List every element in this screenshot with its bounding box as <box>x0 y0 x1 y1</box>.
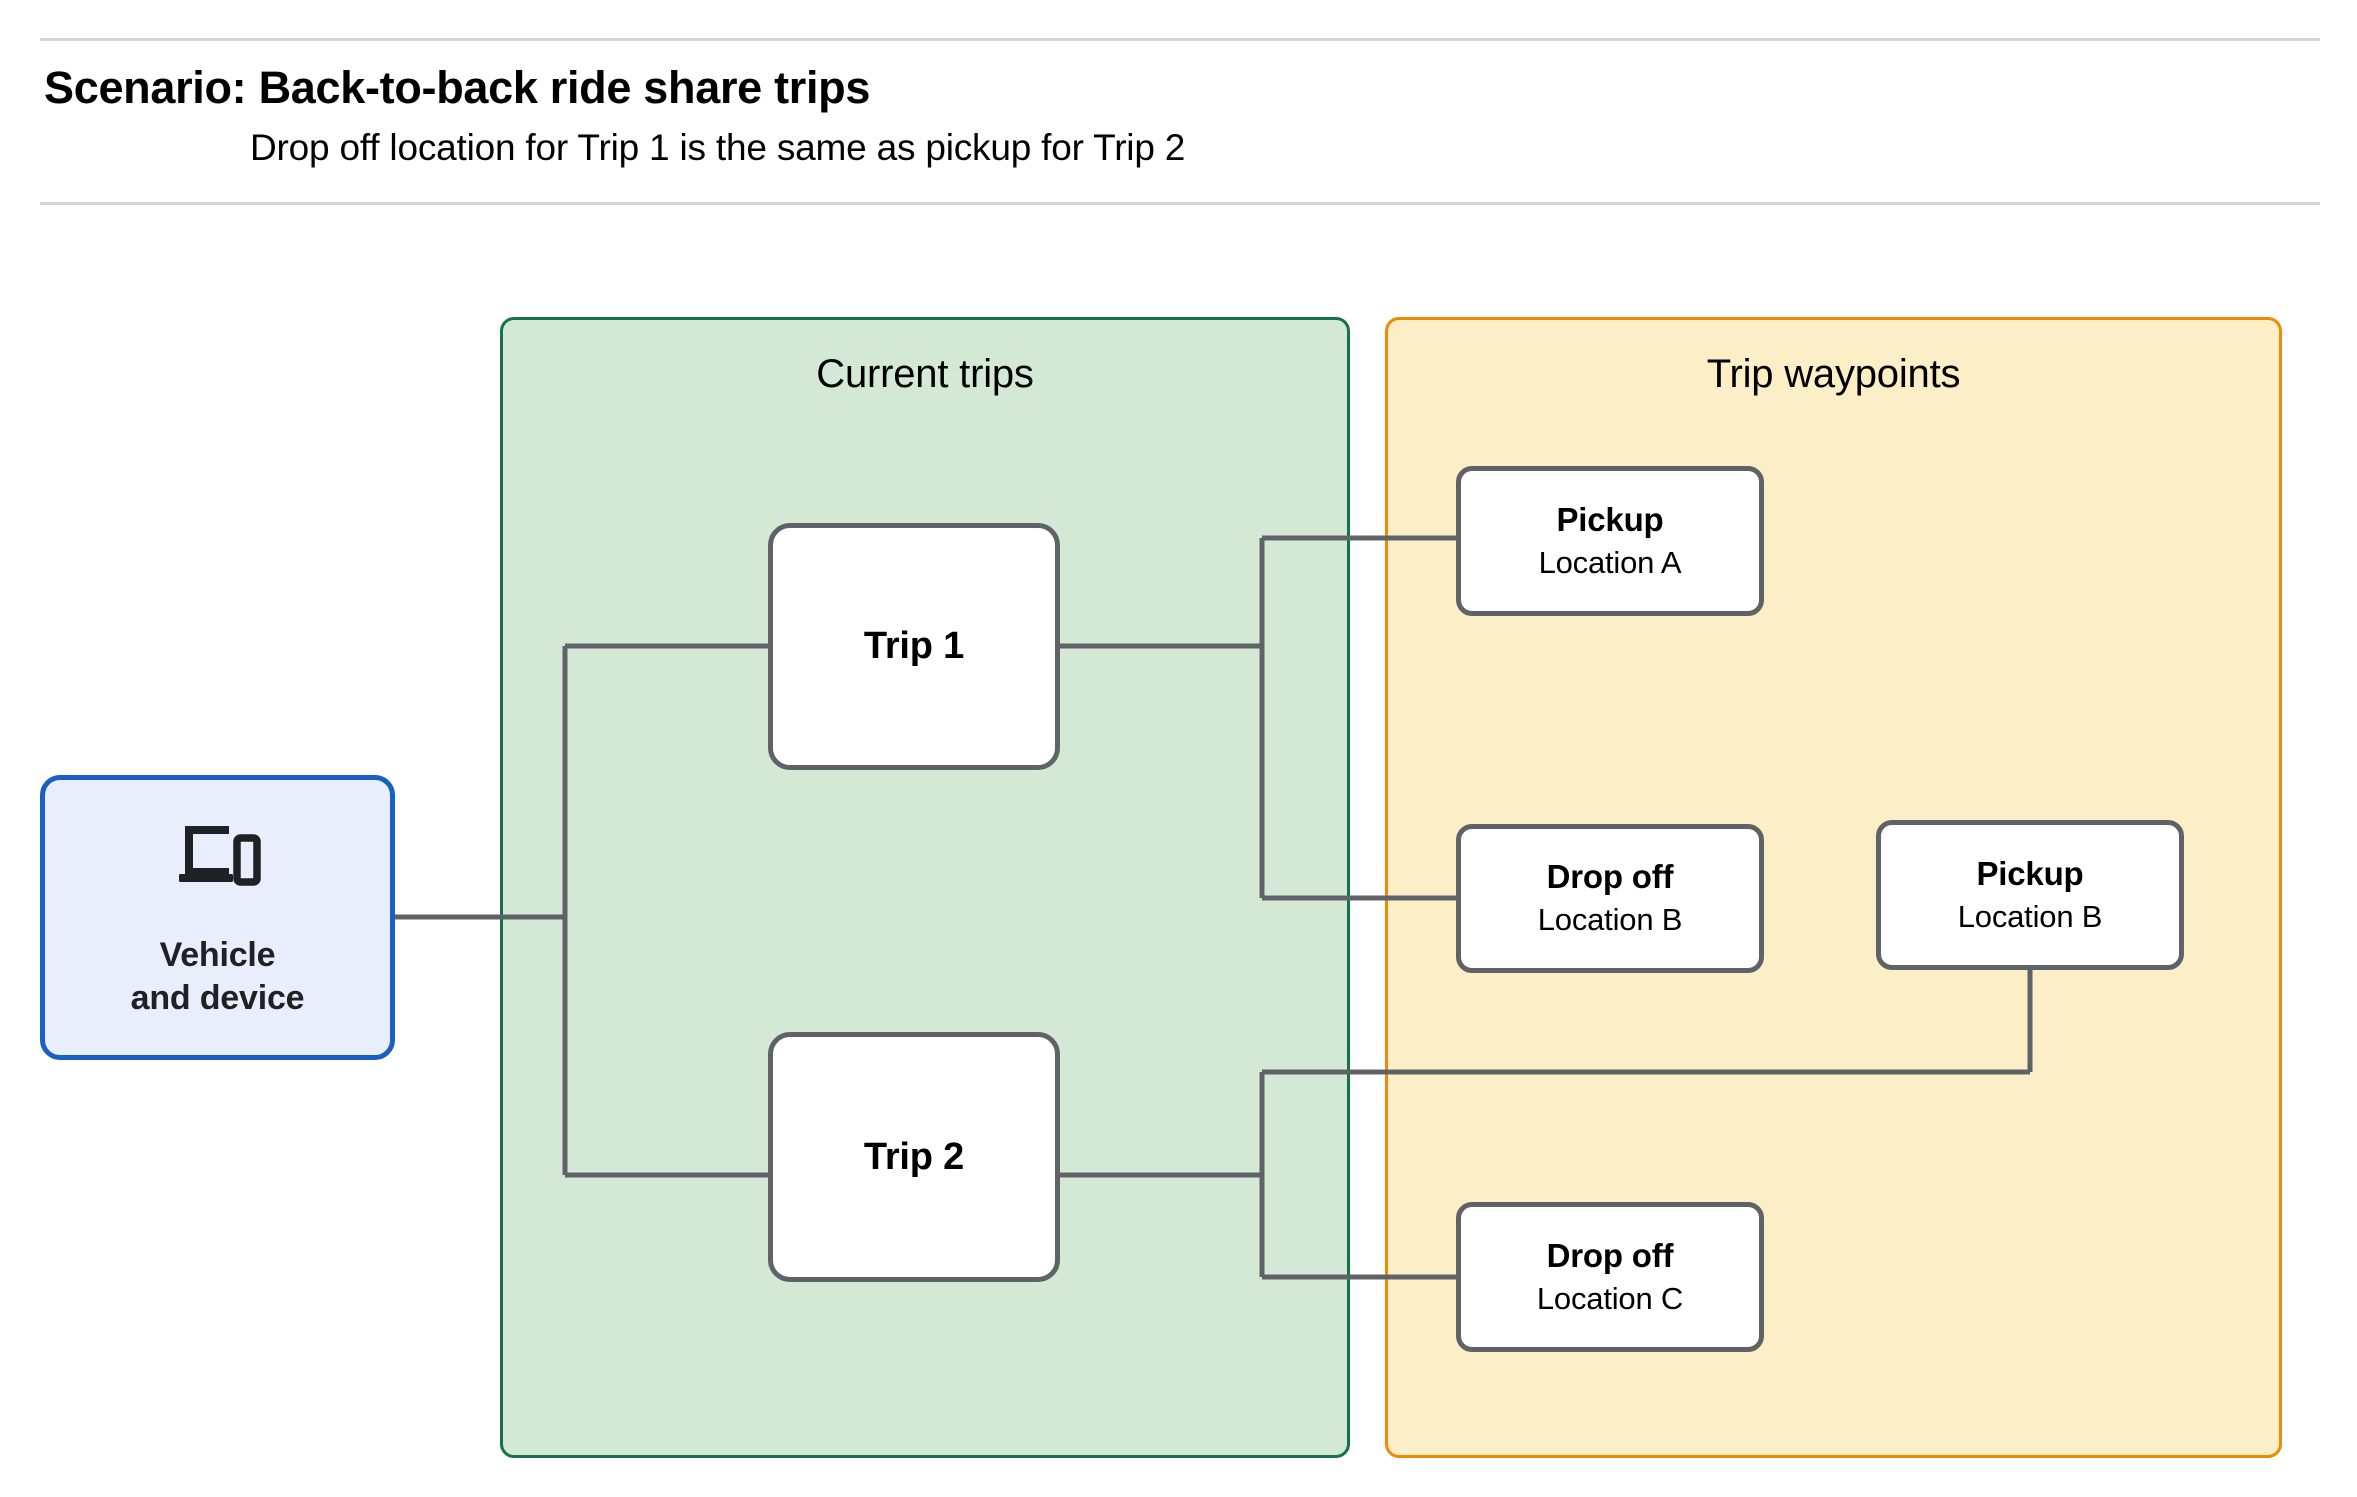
waypoint-location-label: Location B <box>1957 898 2103 934</box>
waypoint-type-label: Drop off <box>1546 858 1674 896</box>
waypoint-type-label: Drop off <box>1546 1236 1674 1274</box>
node-trip-1-label: Trip 1 <box>863 625 965 667</box>
waypoint-location-label: Location A <box>1538 544 1682 580</box>
waypoint-type-label: Pickup <box>1556 500 1664 538</box>
node-trip-1[interactable]: Trip 1 <box>768 523 1060 770</box>
waypoint-location-label: Location C <box>1536 1280 1684 1316</box>
node-waypoint-pickup-a[interactable]: Pickup Location A <box>1456 466 1764 616</box>
node-trip-2-label: Trip 2 <box>863 1135 965 1178</box>
node-waypoint-pickup-b[interactable]: Pickup Location B <box>1876 820 2184 970</box>
node-waypoint-dropoff-b[interactable]: Drop off Location B <box>1456 824 1764 973</box>
panel-current-trips: Current trips <box>500 317 1350 1458</box>
page-subtitle: Drop off location for Trip 1 is the same… <box>250 127 1186 168</box>
waypoint-type-label: Pickup <box>1976 854 2084 892</box>
node-vehicle-label: Vehicle and device <box>130 936 305 1017</box>
panel-trip-waypoints-title: Trip waypoints <box>1706 352 1961 396</box>
panel-current-trips-title: Current trips <box>816 352 1034 396</box>
node-trip-2[interactable]: Trip 2 <box>768 1032 1060 1282</box>
header-divider-top <box>40 38 2320 41</box>
waypoint-location-label: Location B <box>1537 902 1683 938</box>
page-title: Scenario: Back-to-back ride share trips <box>44 62 871 113</box>
node-vehicle-and-device[interactable]: Vehicle and device <box>40 775 395 1060</box>
node-waypoint-dropoff-c[interactable]: Drop off Location C <box>1456 1202 1764 1352</box>
devices-icon <box>178 826 261 886</box>
header-divider-bottom <box>40 202 2320 205</box>
